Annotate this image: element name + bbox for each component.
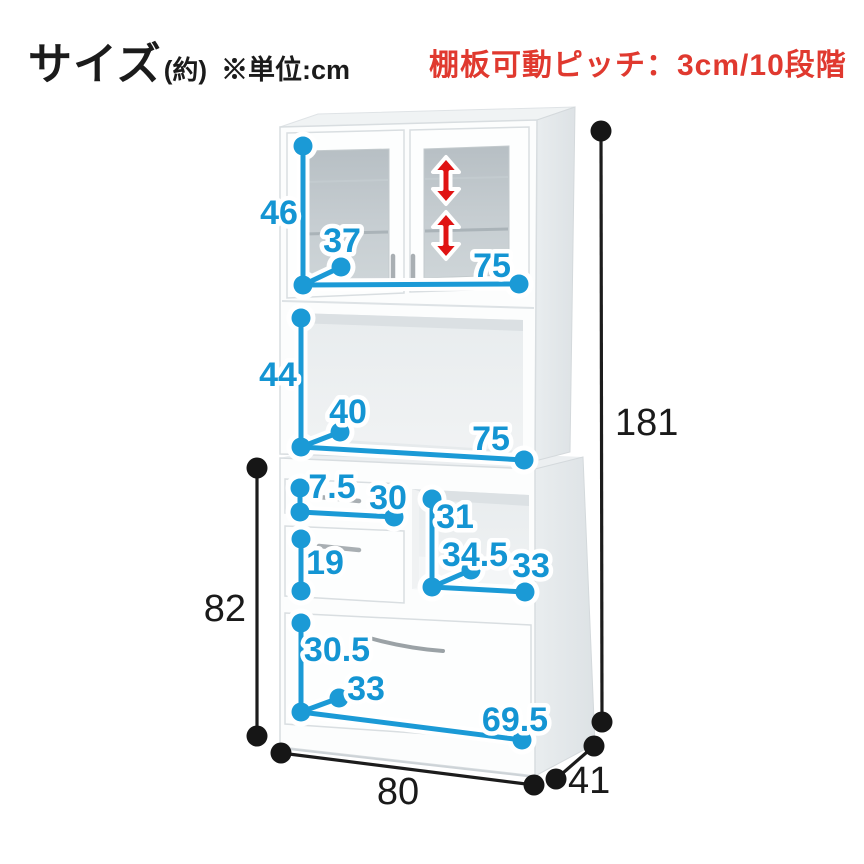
shelf-adjustable-arrow-icon [431, 155, 461, 261]
dim-cubby-width-label: 33 [512, 547, 550, 585]
title-approx: (約) [163, 55, 208, 85]
dimension-strokes [290, 136, 535, 750]
dim-total-height-label: 181 [615, 402, 678, 444]
upper-divider-seam [281, 300, 535, 309]
dim-small-drawer-width-label: 30 [369, 479, 407, 517]
dim-cubby-depth-label: 34.5 [442, 536, 508, 574]
bottom-drawer-handle [364, 635, 445, 653]
dim-lower-height-label: 82 [204, 588, 246, 630]
base-kick-seam [279, 747, 536, 778]
dim-upper-width-label: 75 [473, 247, 511, 285]
overall-dimensions: 181 82 80 41 [204, 120, 678, 813]
unit-note: ※単位:cm [221, 55, 351, 85]
middle-drawer-handle [316, 543, 362, 553]
dim-cubby-height-label: 31 [436, 498, 474, 536]
dim-open-shelf-depth-label: 40 [329, 393, 367, 431]
small-drawer-handle [316, 494, 362, 504]
dim-open-shelf-width-label: 75 [472, 420, 510, 458]
glass-shelf-lines [304, 176, 509, 236]
dim-small-drawer-height-label: 7.5 [308, 468, 355, 506]
dim-upper-height-label: 46 [260, 194, 298, 232]
dimension-labels: 46 37 75 44 40 75 7.5 30 31 34.5 33 19 3… [255, 190, 555, 744]
dim-bottom-drawer-height-label: 30.5 [304, 631, 370, 669]
dim-bottom-drawer-width-label: 69.5 [482, 701, 548, 739]
dim-bottom-drawer-depth-label: 33 [347, 670, 385, 708]
title-text: サイズ [28, 40, 162, 89]
dim-overall-depth-label: 41 [568, 760, 610, 802]
dim-open-shelf-height-label: 44 [259, 356, 297, 394]
dim-overall-width-label: 80 [377, 771, 419, 813]
inner-dimension-lines: 46 37 75 44 40 75 7.5 30 31 34.5 33 19 3… [255, 131, 555, 755]
dim-middle-drawer-height-label: 19 [306, 544, 344, 582]
shelf-pitch-note: 棚板可動ピッチ：3cm/10段階 [429, 49, 847, 82]
page-title: サイズ (約) ※単位:cm [28, 28, 350, 92]
dim-upper-shelf-depth-label: 37 [323, 222, 361, 260]
middle-drawer-front [284, 525, 405, 604]
upper-side-panel [534, 106, 576, 462]
